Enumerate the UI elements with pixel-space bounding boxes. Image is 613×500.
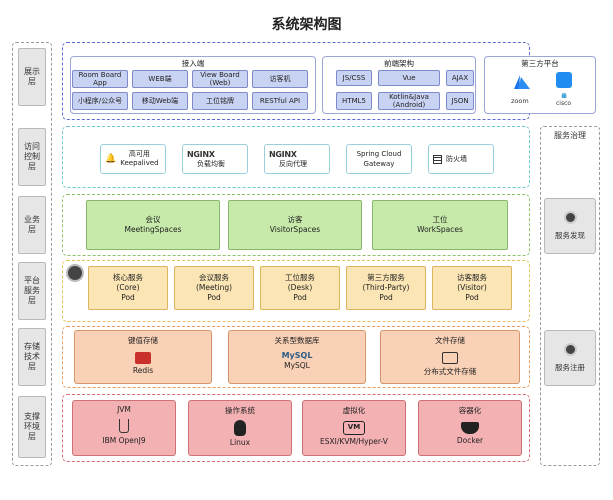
third-party-title: 第三方平台 bbox=[521, 59, 559, 68]
relational-db-box: 关系型数据库 MySQL MySQL bbox=[228, 330, 366, 384]
visitor-kiosk-chip: 访客机 bbox=[252, 70, 308, 88]
container-box: 容器化 Docker bbox=[418, 400, 522, 456]
access-control-layer bbox=[62, 126, 530, 188]
governance-column bbox=[540, 126, 600, 466]
mini-program-chip: 小程序/公众号 bbox=[72, 92, 128, 110]
web-client-chip: WEB端 bbox=[132, 70, 188, 88]
restful-api-chip: RESTful API bbox=[252, 92, 308, 110]
support-layer bbox=[62, 394, 530, 462]
firewall-icon bbox=[433, 154, 442, 164]
mobile-web-chip: 移动Web端 bbox=[132, 92, 188, 110]
business-layer bbox=[62, 194, 530, 256]
layer-label-business: 业务层 bbox=[18, 196, 46, 254]
azure-icon bbox=[514, 74, 530, 89]
dingtalk-icon bbox=[556, 72, 572, 88]
frontend-title: 前端架构 bbox=[384, 59, 414, 68]
governance-title: 服务治理 bbox=[554, 131, 586, 140]
ajax-chip: AJAX bbox=[446, 70, 474, 86]
spring-cloud-logo: Spring Cloud bbox=[356, 149, 402, 158]
desk-service-pod: 工位服务 (Desk) Pod bbox=[260, 266, 340, 310]
kotlin-java-chip: Kotlin&Java (Android) bbox=[378, 92, 440, 110]
keepalived-box: 🔔 高可用 Keepalived bbox=[100, 144, 166, 174]
layer-label-platform: 平台服务层 bbox=[18, 262, 46, 320]
load-balancer-box: NGINX 负载均衡 bbox=[182, 144, 248, 174]
docker-whale-icon bbox=[461, 422, 479, 434]
nginx-logo: NGINX bbox=[187, 149, 215, 159]
spring-gear-icon bbox=[66, 264, 84, 282]
vm-icon: VM bbox=[343, 421, 365, 435]
nginx-logo: NGINX bbox=[269, 149, 297, 159]
reverse-proxy-box: NGINX 反向代理 bbox=[264, 144, 330, 174]
zoom-logo: zoom bbox=[511, 97, 529, 105]
layer-label-presentation: 展示层 bbox=[18, 48, 46, 106]
cisco-logo: ıllıllı cisco bbox=[556, 93, 572, 107]
vue-chip: Vue bbox=[378, 70, 440, 86]
service-discovery-box: 服务发现 bbox=[544, 198, 596, 254]
platform-layer bbox=[62, 260, 530, 322]
gateway-box: Spring Cloud Gateway bbox=[346, 144, 412, 174]
visitor-service-pod: 访客服务 (Visitor) Pod bbox=[432, 266, 512, 310]
bell-icon: 🔔 bbox=[105, 153, 117, 164]
layer-label-access-control: 访问控制层 bbox=[18, 128, 46, 186]
html5-chip: HTML5 bbox=[336, 92, 372, 110]
third-party-service-pod: 第三方服务 (Third-Party) Pod bbox=[346, 266, 426, 310]
mysql-logo: MySQL bbox=[281, 351, 313, 360]
layer-label-support: 支撑环境层 bbox=[18, 396, 46, 458]
core-service-pod: 核心服务 (Core) Pod bbox=[88, 266, 168, 310]
service-registry-box: 服务注册 bbox=[544, 330, 596, 386]
layer-column bbox=[12, 42, 52, 466]
os-box: 操作系统 Linux bbox=[188, 400, 292, 456]
virtualization-box: 虚拟化 VM ESXI/KVM/Hyper-V bbox=[302, 400, 406, 456]
desk-nameplate-chip: 工位铭牌 bbox=[192, 92, 248, 110]
storage-layer bbox=[62, 326, 530, 388]
visitor-spaces-box: 访客 VisitorSpaces bbox=[228, 200, 362, 250]
view-board-chip: View Board (Web) bbox=[192, 70, 248, 88]
spring-gear-icon bbox=[563, 211, 577, 224]
file-storage-box: 文件存储 分布式文件存储 bbox=[380, 330, 520, 384]
page-title: 系统架构图 bbox=[271, 17, 342, 33]
firewall-box: 防火墙 bbox=[428, 144, 494, 174]
meeting-spaces-box: 会议 MeetingSpaces bbox=[86, 200, 220, 250]
linux-tux-icon bbox=[234, 420, 246, 436]
third-party-panel bbox=[484, 56, 596, 114]
layer-label-storage: 存储技术层 bbox=[18, 328, 46, 386]
redis-icon bbox=[135, 352, 151, 364]
spring-gear-icon bbox=[563, 343, 577, 356]
work-spaces-box: 工位 WorkSpaces bbox=[372, 200, 508, 250]
js-css-chip: JS/CSS bbox=[336, 70, 372, 86]
java-cup-icon bbox=[119, 419, 129, 433]
access-client-title: 接入端 bbox=[181, 59, 205, 68]
meeting-service-pod: 会议服务 (Meeting) Pod bbox=[174, 266, 254, 310]
folder-icon bbox=[442, 352, 458, 364]
room-board-app-chip: Room Board App bbox=[72, 70, 128, 88]
jvm-box: JVM IBM OpenJ9 bbox=[72, 400, 176, 456]
json-chip: JSON bbox=[446, 92, 474, 110]
kv-storage-box: 键值存储 Redis bbox=[74, 330, 212, 384]
